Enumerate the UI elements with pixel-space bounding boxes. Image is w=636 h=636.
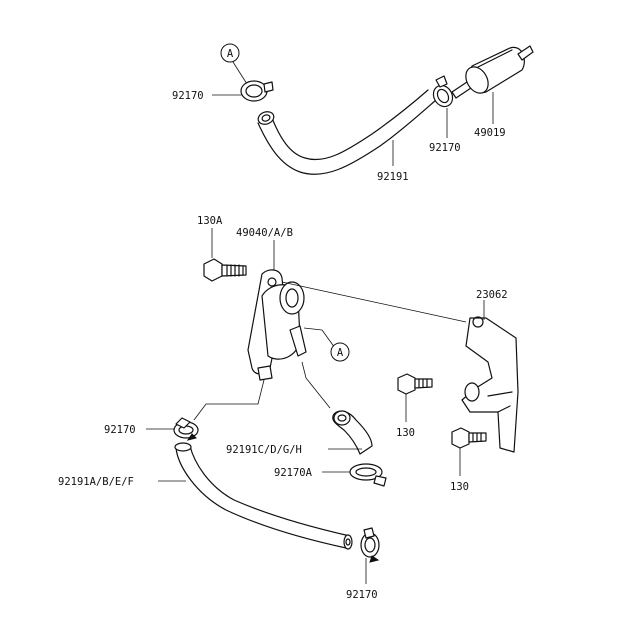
label-bolt-130a: 130A: [197, 215, 223, 227]
label-bracket: 23062: [476, 289, 508, 301]
pump-to-bracket-line: [281, 281, 467, 323]
hose-clamp-top-left[interactable]: [240, 80, 274, 102]
short-hose-routing-line: [301, 361, 331, 409]
label-clamp-92170a: 92170A: [274, 467, 313, 479]
fuel-pump[interactable]: [247, 269, 307, 381]
bolt-130-upper[interactable]: [397, 373, 433, 395]
label-clamp-mid-left: 92170: [104, 424, 136, 436]
label-clamp-top-right: 92170: [429, 142, 461, 154]
bolt-130-lower[interactable]: [451, 427, 487, 449]
hose-clamp-top-right[interactable]: [430, 75, 457, 110]
callout-a-mid-line1: [303, 327, 323, 331]
label-fuel-filter: 49019: [474, 127, 506, 139]
label-fuel-pump: 49040/A/B: [236, 227, 293, 239]
fuel-hose-top[interactable]: [256, 89, 437, 175]
pump-outlet-routing-line: [193, 379, 265, 421]
label-bolt-130-upper: 130: [396, 427, 415, 439]
label-clamp-bottom: 92170: [346, 589, 378, 601]
label-hose-long: 92191A/B/E/F: [58, 476, 134, 488]
label-bolt-130-lower: 130: [450, 481, 469, 493]
callout-a-top-text: A: [227, 48, 234, 60]
callout-a-mid[interactable]: A: [330, 342, 350, 362]
fuel-hose-long[interactable]: [174, 442, 353, 550]
callout-a-top-leader: [232, 61, 248, 85]
label-hose-short: 92191C/D/G/H: [226, 444, 302, 456]
hose-clamp-mid-left[interactable]: [173, 417, 199, 441]
hose-clamp-92170a[interactable]: [349, 463, 387, 487]
callout-a-mid-text: A: [337, 347, 344, 359]
hose-clamp-bottom[interactable]: [360, 527, 380, 563]
callout-a-top[interactable]: A: [220, 43, 240, 63]
fuel-hose-short[interactable]: [332, 410, 373, 455]
fuel-filter[interactable]: [451, 45, 534, 99]
label-hose-top: 92191: [377, 171, 409, 183]
label-clamp-top-left: 92170: [172, 90, 204, 102]
bolt-130a[interactable]: [203, 258, 247, 282]
callout-a-mid-line2: [321, 329, 336, 349]
mounting-bracket[interactable]: [461, 316, 519, 453]
